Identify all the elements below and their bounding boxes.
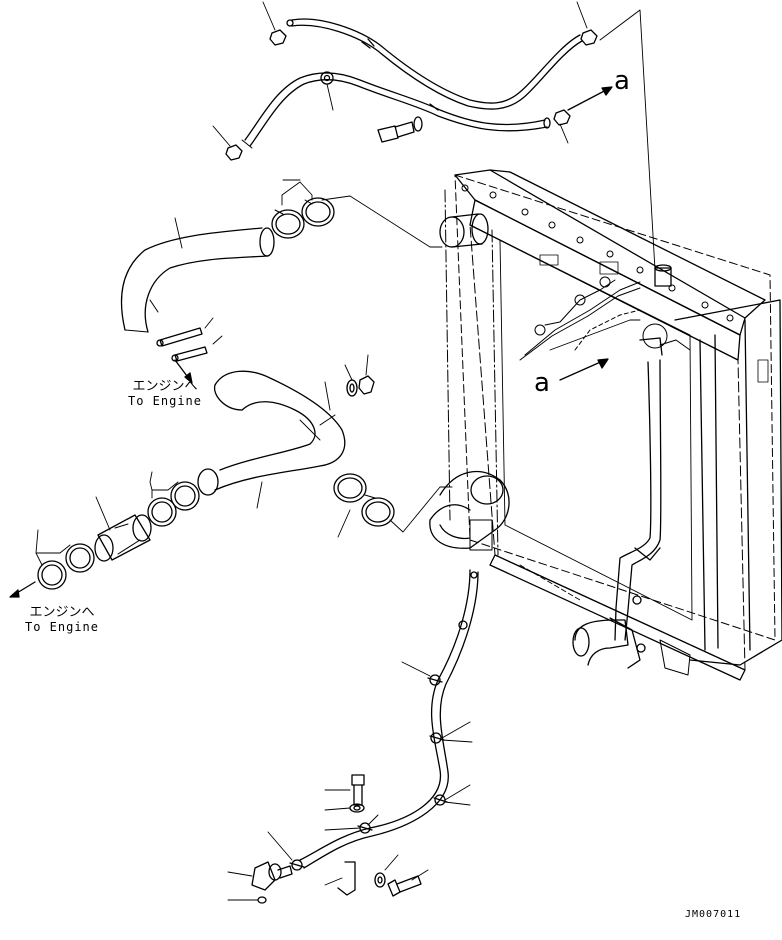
leader-view-a <box>599 9 656 271</box>
top-vent-hose <box>286 18 583 110</box>
engine-side-clamps <box>37 543 95 590</box>
to-engine-label-lower-jp: エンジンへ <box>29 605 95 620</box>
top-nuts <box>225 29 598 161</box>
top-tank-bolts <box>461 184 769 383</box>
second-vent-hose <box>241 72 551 149</box>
lower-hose-clamps-left <box>147 481 200 527</box>
drain-valve <box>251 861 293 904</box>
lower-hose-clamps-right <box>333 473 395 527</box>
upper-radiator-hose <box>120 227 275 333</box>
radiator-vent-tubes <box>519 276 691 361</box>
top-bolt-washer <box>377 103 439 143</box>
to-engine-label-upper-jp: エンジンへ <box>132 379 198 394</box>
upper-inlet-nozzle <box>439 213 489 248</box>
hose-clip-top <box>320 71 334 85</box>
drain-hose-clips <box>357 564 581 834</box>
callout-leaders <box>35 1 588 901</box>
to-engine-label-upper: エンジンへ To Engine <box>115 379 215 409</box>
lower-radiator-hose <box>197 370 346 496</box>
bottom-bolt-2 <box>387 875 422 897</box>
to-engine-label-upper-en: To Engine <box>127 394 203 408</box>
sensor-rods <box>156 327 208 362</box>
drain-clamp <box>289 859 305 871</box>
view-a-label-top: a <box>614 66 630 96</box>
upper-hose-clamps <box>271 197 335 239</box>
view-a-label-mid: a <box>534 368 550 398</box>
drain-elbow <box>572 617 691 676</box>
bottom-bracket <box>337 861 356 896</box>
to-engine-arrows <box>9 359 193 598</box>
lower-hose-nut-washer <box>346 375 375 397</box>
drawing-code: JM007011 <box>685 909 742 920</box>
leader-vent-tubes <box>549 319 641 351</box>
leader-upper-hose <box>321 195 443 248</box>
radiator-core <box>444 169 782 681</box>
bottom-washer-2 <box>374 872 386 888</box>
bypass-pipe-right <box>614 337 663 653</box>
leader-lower-clamps <box>389 486 453 533</box>
to-engine-label-lower-en: To Engine <box>24 620 100 634</box>
filler-neck <box>654 264 672 287</box>
view-a-arrows <box>559 86 613 381</box>
drain-hose <box>299 569 479 869</box>
bottom-bolt <box>351 774 365 806</box>
to-engine-label-lower: エンジンへ To Engine <box>12 605 112 635</box>
connector-tube <box>94 514 152 562</box>
lower-outlet-elbow <box>429 471 510 551</box>
